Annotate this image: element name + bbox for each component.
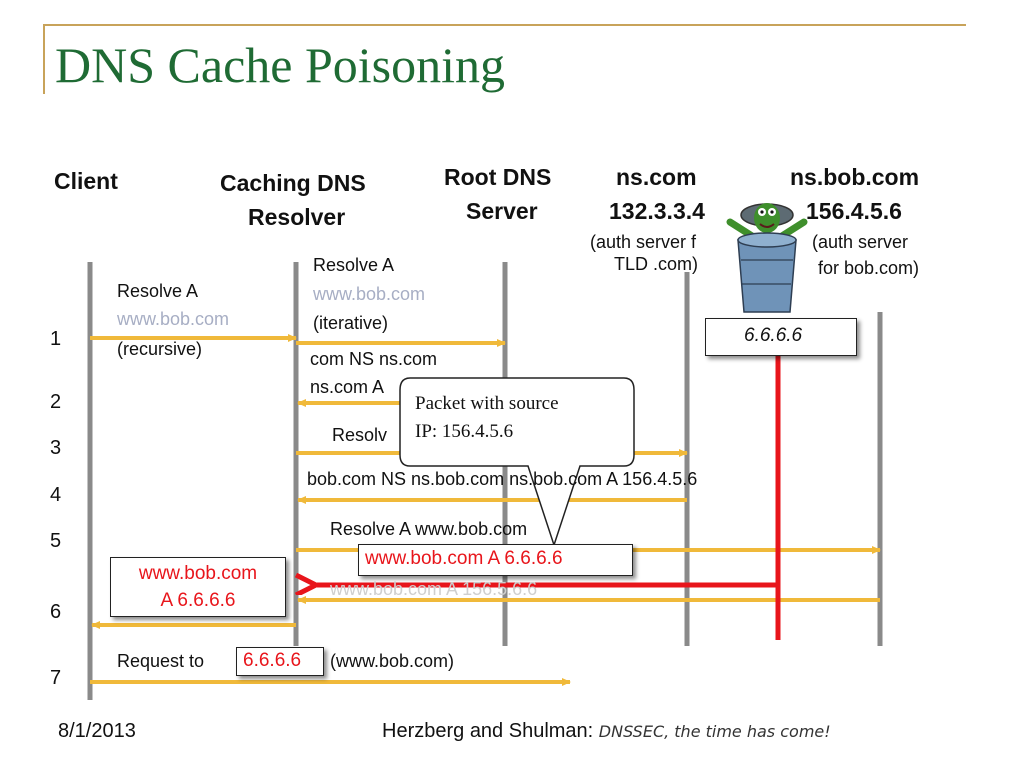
msg-res-resolve-mode: (iterative): [313, 313, 389, 333]
msg-nscom-reply: bob.com NS ns.bob.com ns.bob.com A 156.4…: [307, 469, 698, 489]
header-nscom-desc1: (auth server f: [590, 232, 697, 252]
header-client: Client: [54, 168, 118, 194]
client-cache-line-1: www.bob.com: [138, 563, 258, 584]
header-nsbob-desc1: (auth server: [812, 232, 909, 252]
attacker-ip-callout: 6.6.6.6: [705, 318, 857, 356]
header-nscom-desc2: TLD .com): [614, 254, 699, 274]
client-cache-line-2: A 6.6.6.6: [160, 590, 236, 611]
footer-talk-title: DNSSEC, the time has come!: [598, 722, 831, 741]
msg-request-7-prefix: Request to: [117, 651, 205, 671]
accent-horizontal-rule: [43, 24, 966, 26]
bubble-text: Packet with source IP: 156.4.5.6: [415, 390, 559, 446]
oscar-trashcan-icon: [726, 203, 808, 313]
msg-res-resolve-domain: www.bob.com: [313, 284, 426, 304]
header-resolver-line1: Caching DNS: [220, 170, 366, 196]
spoofed-answer-callout: www.bob.com A 6.6.6.6: [358, 544, 633, 576]
bubble-line-1: Packet with source: [415, 393, 559, 414]
msg-client-resolve-mode: (recursive): [117, 339, 203, 359]
step-number: 5: [50, 530, 62, 552]
msg-res-resolve: Resolve A: [313, 255, 395, 275]
step-number: 6: [50, 601, 62, 623]
header-nsbob-desc2: for bob.com): [818, 258, 920, 278]
step-number: 2: [50, 391, 62, 413]
step-number: 4: [50, 484, 62, 506]
msg-resolve-3: Resolv: [332, 425, 388, 445]
footer-date: 8/1/2013: [58, 720, 136, 742]
msg-root-reply-2: ns.com A: [310, 377, 385, 397]
attacker-ip-label: 6.6.6.6: [744, 325, 803, 346]
header-nsbob-ip: 156.4.5.6: [806, 198, 902, 224]
slide-title: DNS Cache Poisoning: [55, 37, 505, 93]
speech-bubble: [399, 377, 635, 548]
header-nscom-name: ns.com: [616, 164, 697, 190]
msg-request-7-suffix: (www.bob.com): [330, 651, 455, 671]
msg-client-resolve-domain: www.bob.com: [117, 309, 230, 329]
spoofed-answer-label: www.bob.com A 6.6.6.6: [365, 548, 563, 569]
header-root-line1: Root DNS: [444, 164, 552, 190]
header-resolver-line2: Resolver: [248, 204, 346, 230]
step-number: 1: [50, 328, 62, 350]
request-ip-callout: 6.6.6.6: [236, 647, 324, 676]
bubble-line-2: IP: 156.4.5.6: [415, 421, 514, 442]
msg-client-resolve: Resolve A: [117, 281, 199, 301]
header-nscom-ip: 132.3.3.4: [609, 198, 705, 224]
accent-vertical-rule: [43, 24, 45, 94]
msg-resolve-5: Resolve A www.bob.com: [330, 519, 528, 539]
client-cache-callout: www.bob.com A 6.6.6.6: [110, 557, 286, 617]
header-root-line2: Server: [466, 198, 538, 224]
footer-authors: Herzberg and Shulman:: [382, 720, 594, 742]
request-ip-label: 6.6.6.6: [243, 650, 302, 671]
footer-citation: Herzberg and Shulman: DNSSEC, the time h…: [382, 720, 831, 743]
msg-root-reply-1: com NS ns.com: [310, 349, 438, 369]
step-number: 7: [50, 667, 62, 689]
msg-answer-6-faded: www.bob.com A 156.5.6.6: [330, 579, 538, 599]
header-nsbob-name: ns.bob.com: [790, 164, 920, 190]
step-number: 3: [50, 437, 62, 459]
